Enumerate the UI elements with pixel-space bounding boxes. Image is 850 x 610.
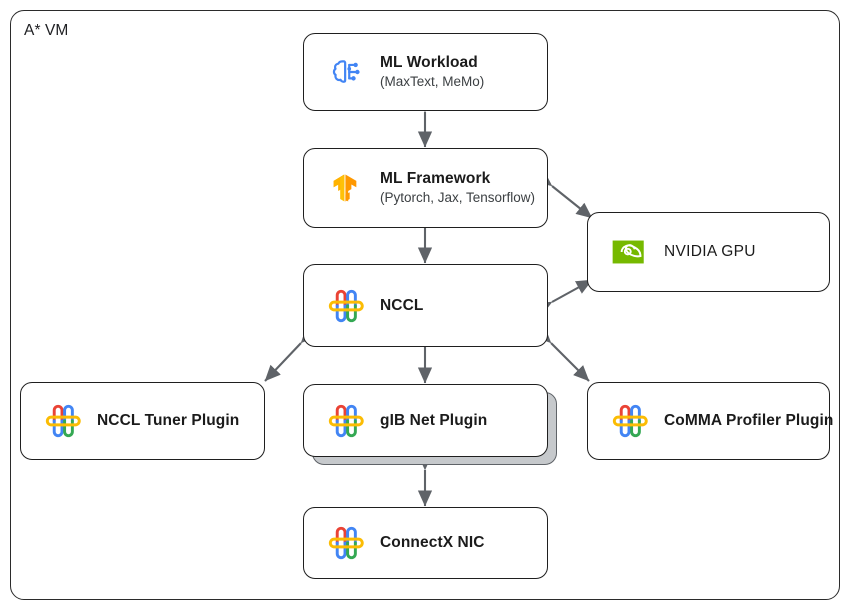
nccl-links-icon [324,522,366,564]
nccl-links-icon [324,400,366,442]
node-nvidia-gpu-title: NVIDIA GPU [664,243,756,261]
node-comma-profiler-plugin[interactable]: CoMMA Profiler Plugin [587,382,833,460]
node-ml-workload-labels: ML Workload (MaxText, MeMo) [380,53,484,90]
node-nccl-tuner-plugin[interactable]: NCCL Tuner Plugin [20,382,265,460]
node-nccl-title: NCCL [380,296,424,314]
nccl-links-icon [324,285,366,327]
nvidia-eye-icon [608,231,650,273]
node-ml-workload-title: ML Workload [380,54,478,72]
node-comma-profiler-plugin-labels: CoMMA Profiler Plugin [664,411,833,430]
node-gib-net-plugin-labels: gIB Net Plugin [380,411,487,430]
node-nccl[interactable]: NCCL [303,264,548,347]
node-ml-framework-title: ML Framework [380,170,491,188]
vm-container-label: A* VM [24,22,69,39]
nccl-links-icon [608,400,650,442]
node-connectx-nic-labels: ConnectX NIC [380,533,485,552]
node-gib-net-plugin-title: gIB Net Plugin [380,411,488,429]
node-nccl-labels: NCCL [380,296,423,315]
brain-circuit-icon [324,51,366,93]
node-nccl-tuner-plugin-labels: NCCL Tuner Plugin [97,411,239,430]
node-ml-workload-subtitle: (MaxText, MeMo) [380,73,485,89]
node-ml-framework-labels: ML Framework (Pytorch, Jax, Tensorflow) [380,169,535,206]
node-nccl-tuner-plugin-title: NCCL Tuner Plugin [97,412,240,430]
node-nvidia-gpu-labels: NVIDIA GPU [664,242,756,261]
node-ml-framework[interactable]: ML Framework (Pytorch, Jax, Tensorflow) [303,148,548,228]
node-nvidia-gpu[interactable]: NVIDIA GPU [587,212,830,292]
node-ml-workload[interactable]: ML Workload (MaxText, MeMo) [303,33,548,111]
nccl-links-icon [41,400,83,442]
node-ml-framework-subtitle: (Pytorch, Jax, Tensorflow) [380,189,536,205]
node-connectx-nic-title: ConnectX NIC [380,534,485,552]
tensorflow-icon [324,167,366,209]
node-gib-net-plugin[interactable]: gIB Net Plugin [303,384,548,457]
node-connectx-nic[interactable]: ConnectX NIC [303,507,548,579]
node-comma-profiler-plugin-title: CoMMA Profiler Plugin [664,412,834,430]
